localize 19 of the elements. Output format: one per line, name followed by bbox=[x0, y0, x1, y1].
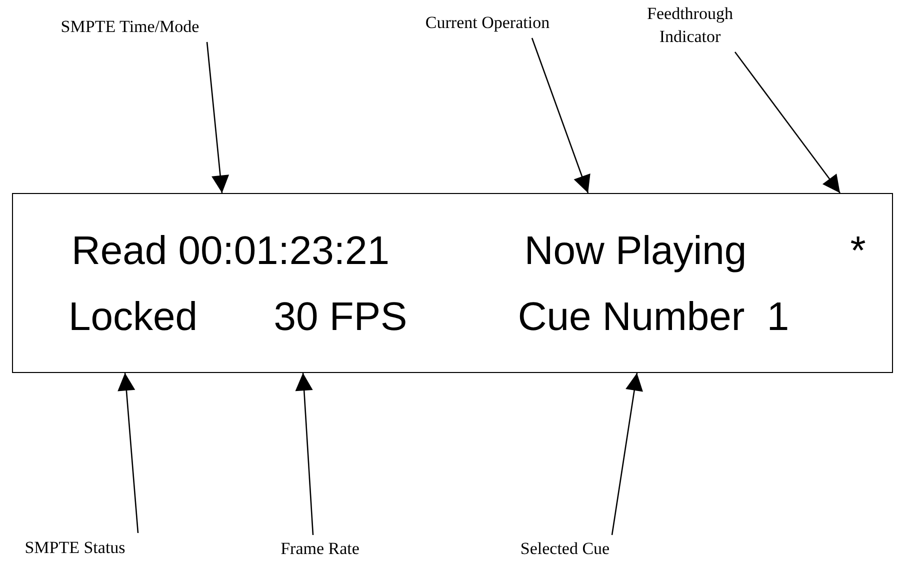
leader-arrow bbox=[531, 38, 590, 194]
display-readout: Read 00:01:23:21 bbox=[43, 194, 418, 274]
display-readout: 30 FPS bbox=[248, 294, 433, 374]
callout-label: SMPTE Time/Mode bbox=[30, 12, 230, 42]
callout-label: Feedthrough Indicator bbox=[635, 0, 745, 52]
display-readout: Now Playing bbox=[508, 194, 763, 274]
leader-arrow bbox=[295, 372, 314, 536]
callout-label: Frame Rate bbox=[265, 535, 375, 563]
callout-label: Current Operation bbox=[380, 8, 595, 38]
callout-label: Selected Cue bbox=[505, 535, 625, 563]
leader-arrow bbox=[734, 52, 841, 194]
leader-arrow bbox=[611, 372, 643, 536]
display-readout: Locked bbox=[43, 294, 223, 374]
display-readout: Cue Number 1 bbox=[491, 294, 816, 374]
lcd-display-panel bbox=[12, 193, 893, 373]
display-readout: * bbox=[838, 194, 878, 274]
callout-label: SMPTE Status bbox=[0, 533, 150, 563]
leader-arrow bbox=[118, 372, 139, 534]
leader-arrow bbox=[206, 42, 230, 194]
